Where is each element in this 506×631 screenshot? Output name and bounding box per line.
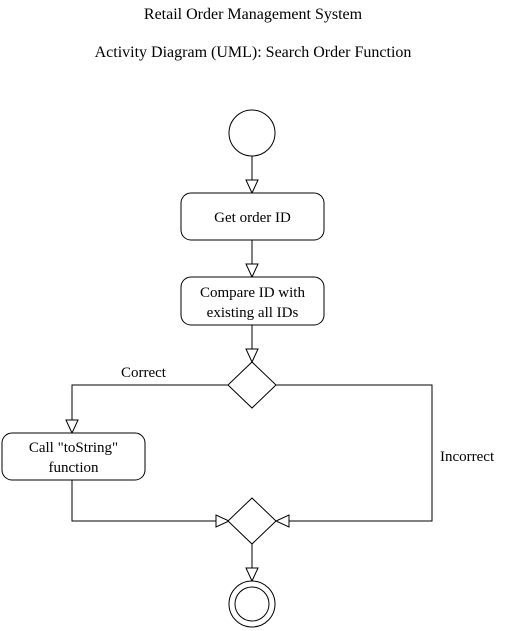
action-call-tostring-label-line1: Call "toString" (29, 440, 118, 456)
action-compare-ids-label-line1: Compare ID with (200, 285, 305, 301)
action-call-tostring-label-line2: function (49, 460, 99, 476)
arrowhead (274, 514, 290, 528)
arrowhead (245, 179, 259, 195)
decision-node (227, 361, 277, 409)
flow-incorrect-branch (276, 384, 433, 522)
arrowhead (215, 514, 231, 528)
diagram-title: Retail Order Management System (143, 6, 363, 23)
guard-incorrect-label: Incorrect (440, 449, 495, 465)
action-call-tostring (1, 432, 146, 481)
flow-call-to-merge (71, 480, 229, 522)
guard-correct-label: Correct (121, 365, 167, 381)
flow-correct-branch (71, 384, 228, 433)
action-get-order-id-label: Get order ID (214, 210, 291, 226)
arrowhead (245, 567, 259, 583)
action-compare-ids-label-line2: existing all IDs (207, 305, 299, 321)
final-node-inner-ring (234, 586, 270, 622)
arrowhead (65, 419, 79, 435)
arrowhead (245, 348, 259, 364)
diagram-subtitle: Activity Diagram (UML): Search Order Fun… (94, 44, 412, 61)
arrowhead (245, 263, 259, 279)
initial-node (228, 109, 276, 157)
merge-node (227, 497, 277, 545)
